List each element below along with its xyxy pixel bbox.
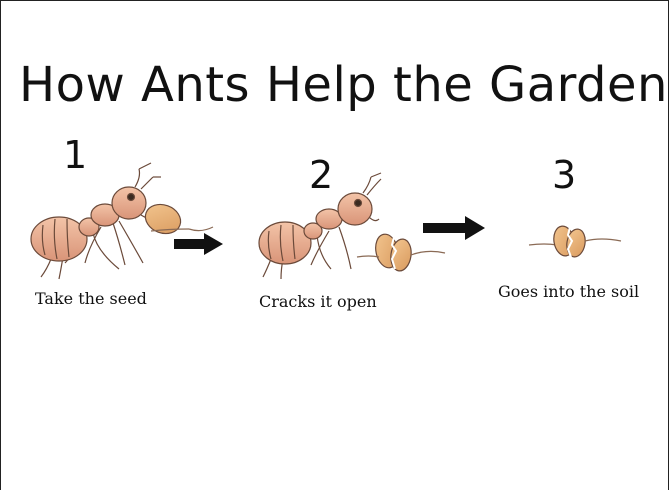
right-arrow-icon: [423, 216, 485, 240]
step-caption-1: Take the seed: [35, 289, 147, 308]
seed-illustration: [141, 200, 213, 239]
cracked-seed-illustration: [357, 232, 445, 272]
right-arrow-icon: [174, 233, 223, 255]
step-caption-2: Cracks it open: [259, 292, 377, 311]
step-caption-3: Goes into the soil: [498, 282, 639, 301]
ant-cracking-seed-illustration: [259, 173, 381, 279]
cracked-seed-illustration: [529, 224, 621, 258]
